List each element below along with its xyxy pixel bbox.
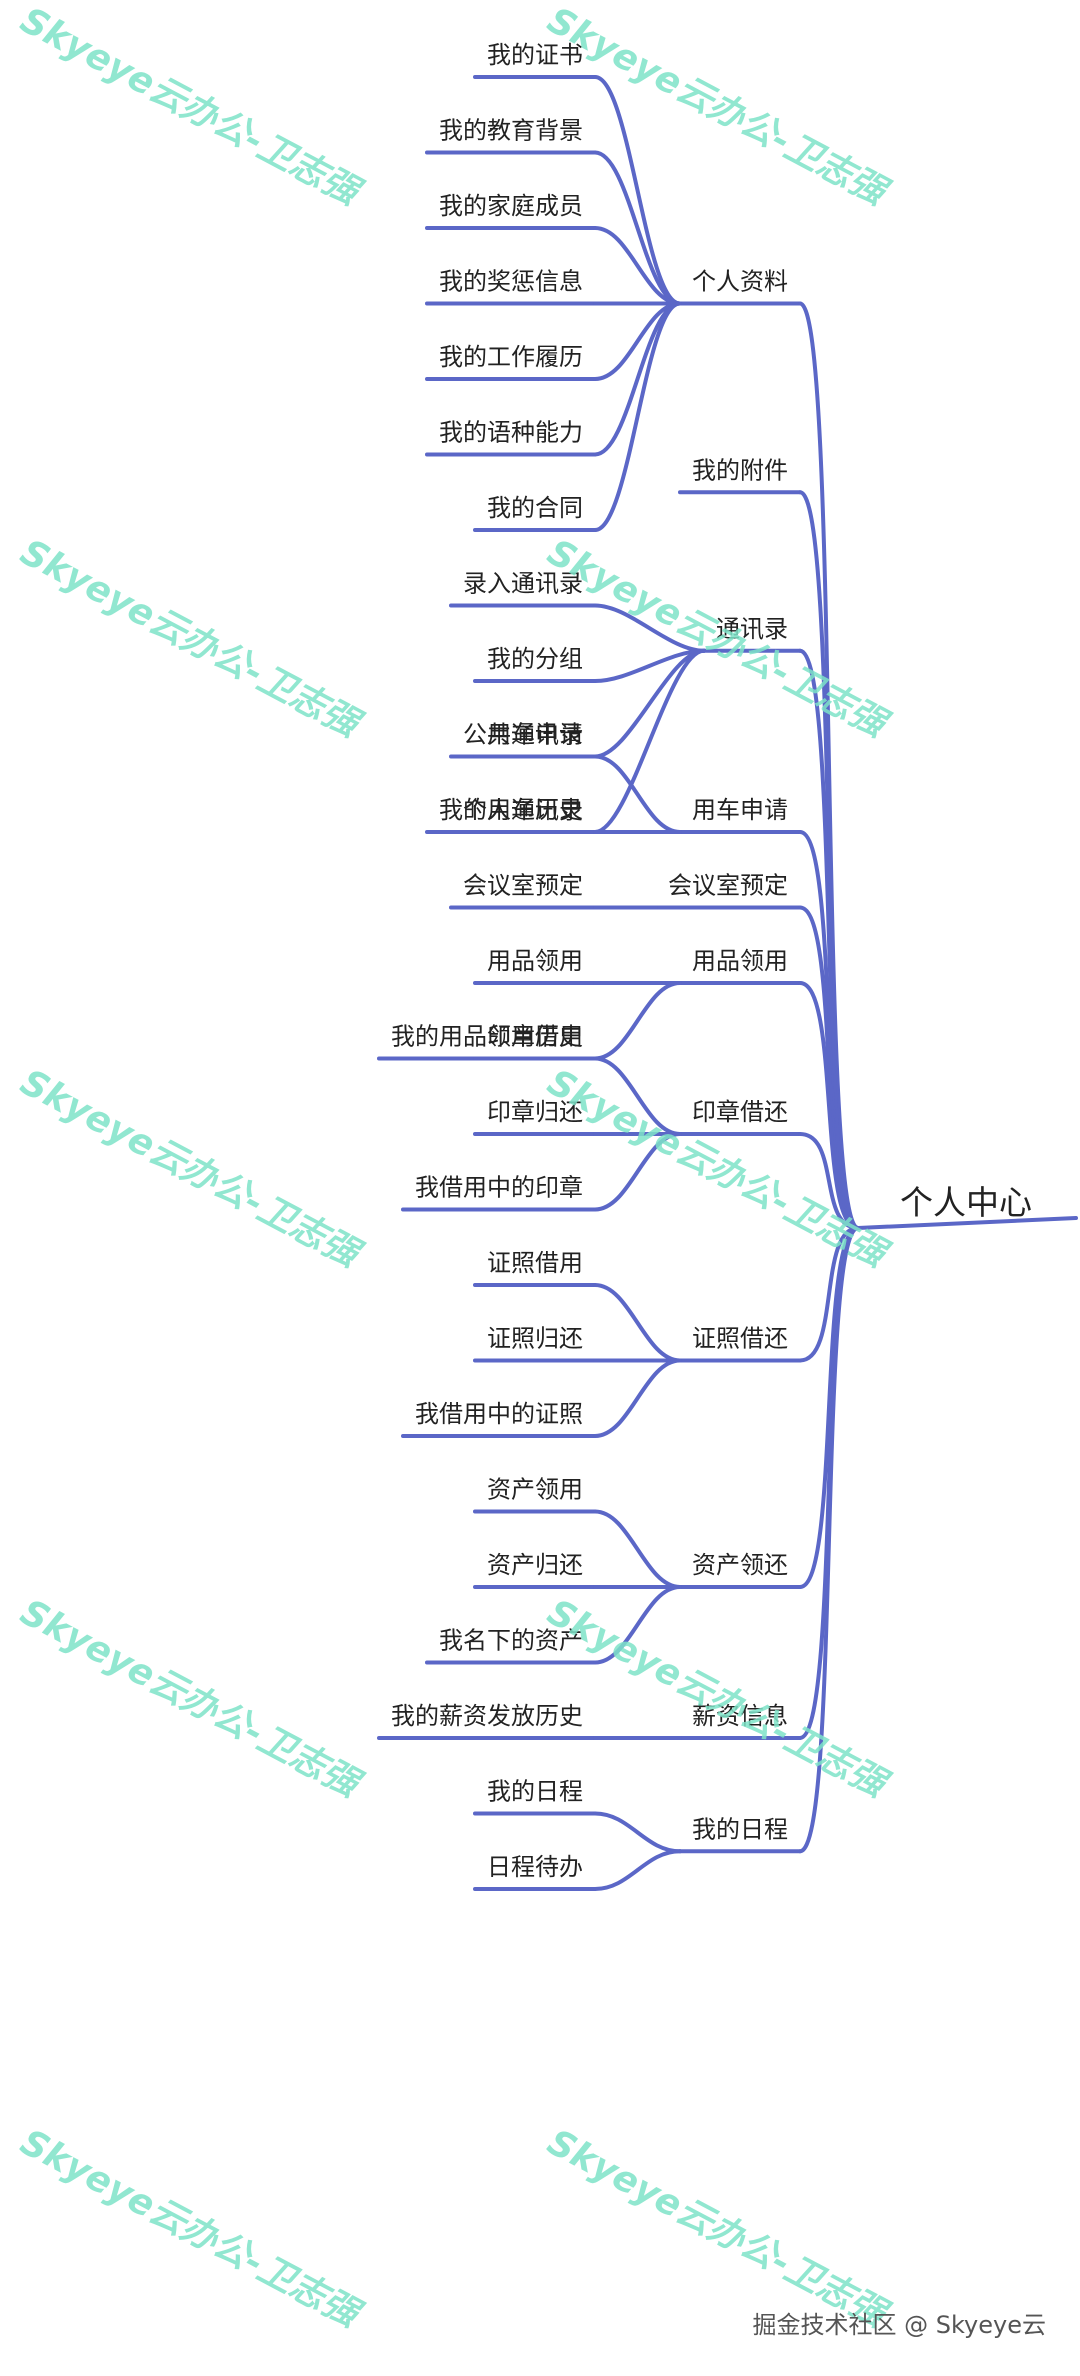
leaf-label: 我的家庭成员 <box>439 192 583 220</box>
category-to-leaf-edge <box>593 1358 682 1438</box>
leaf-label: 我借用中的证照 <box>415 1400 583 1428</box>
leaf-label: 我的工作履历 <box>439 343 583 371</box>
category-label: 我的附件 <box>692 456 788 484</box>
category-to-leaf-edge <box>593 648 706 683</box>
leaf-label: 我的合同 <box>487 494 583 522</box>
root-to-category-edge <box>798 981 860 1230</box>
mindmap-nodes: 个人中心 个人资料 我的证书我的教育背景我的家庭成员我的奖惩信息我的工作履历我的语种… <box>391 41 1032 1881</box>
category-label: 我的日程 <box>692 1815 788 1843</box>
leaf-label: 印章归还 <box>487 1098 583 1126</box>
category-to-leaf-edge <box>593 301 682 532</box>
watermark-text: Skyeye云办公-卫志强 <box>14 1592 369 1807</box>
category-label: 薪资信息 <box>692 1702 788 1730</box>
leaf-label: 我的分组 <box>487 645 583 673</box>
category-to-leaf-edge <box>593 150 682 306</box>
category-to-leaf-edge <box>593 301 682 457</box>
category-label: 用品领用 <box>692 947 788 975</box>
root-node-underline <box>856 1216 1078 1230</box>
category-to-leaf-edge <box>593 226 682 306</box>
category-to-leaf-edge <box>593 1849 682 1891</box>
watermark-text: Skyeye云办公-卫志强 <box>541 532 896 747</box>
category-to-leaf-edge <box>593 1056 682 1136</box>
category-label: 证照借还 <box>692 1325 788 1353</box>
category-to-leaf-edge <box>593 648 706 759</box>
category-to-leaf-edge <box>593 1132 682 1212</box>
watermark-text: Skyeye云办公-卫志强 <box>14 532 369 747</box>
leaf-label: 我的教育背景 <box>439 117 583 145</box>
leaf-label: 用品领用 <box>487 947 583 975</box>
category-to-leaf-edge <box>593 648 706 834</box>
root-to-category-edge <box>798 1132 860 1230</box>
leaf-label: 录入通讯录 <box>463 570 583 598</box>
leaf-label: 我名下的资产 <box>439 1627 583 1655</box>
category-label: 资产领还 <box>692 1551 788 1579</box>
category-to-leaf-edge <box>593 1585 682 1665</box>
watermark-text: Skyeye云办公-卫志强 <box>541 2122 896 2337</box>
watermark-text: Skyeye云办公-卫志强 <box>14 0 369 215</box>
category-to-leaf-edge <box>593 1509 682 1589</box>
category-label: 个人资料 <box>692 268 788 296</box>
leaf-label: 我的薪资发放历史 <box>391 1702 583 1730</box>
root-to-category-edge <box>798 648 860 1230</box>
leaf-label: 日程待办 <box>487 1853 583 1881</box>
watermark-text: Skyeye云办公-卫志强 <box>541 0 896 215</box>
leaf-label: 用车申请 <box>487 721 583 749</box>
mindmap-edges <box>377 75 1078 1891</box>
leaf-label: 我的语种能力 <box>439 419 583 447</box>
leaf-label: 我的日程 <box>487 1778 583 1806</box>
category-to-leaf-edge <box>593 603 706 653</box>
category-to-leaf-edge <box>593 75 682 306</box>
root-to-category-edge <box>798 1226 860 1854</box>
watermark-text: Skyeye云办公-卫志强 <box>14 1062 369 1277</box>
leaf-label: 个人通讯录 <box>463 796 583 824</box>
leaf-label: 我的证书 <box>487 41 583 69</box>
category-to-leaf-edge <box>593 754 682 834</box>
leaf-label: 我的用车历史 <box>439 796 583 824</box>
watermark-text: Skyeye云办公-卫志强 <box>541 1592 896 1807</box>
leaf-label: 证照归还 <box>487 1325 583 1353</box>
leaf-label: 我借用中的印章 <box>415 1174 583 1202</box>
leaf-label: 资产领用 <box>487 1476 583 1504</box>
leaf-label: 证照借用 <box>487 1249 583 1277</box>
leaf-label: 公共通讯录 <box>463 721 583 749</box>
leaf-label: 会议室预定 <box>463 872 583 900</box>
watermark-text: Skyeye云办公-卫志强 <box>14 2122 369 2337</box>
leaf-label: 资产归还 <box>487 1551 583 1579</box>
category-label: 印章借还 <box>692 1098 788 1126</box>
category-label: 会议室预定 <box>668 872 788 900</box>
category-to-leaf-edge <box>593 1811 682 1854</box>
leaf-label: 印章借用 <box>487 1023 583 1051</box>
root-node-label: 个人中心 <box>900 1183 1032 1222</box>
leaf-label: 我的用品领用历史 <box>391 1023 583 1051</box>
category-label: 用车申请 <box>692 796 788 824</box>
footer-credit: 掘金技术社区 @ Skyeye云 <box>753 2311 1046 2339</box>
category-to-leaf-edge <box>593 981 682 1061</box>
category-to-leaf-edge <box>593 1283 682 1363</box>
category-label: 通讯录 <box>716 615 788 643</box>
root-to-category-edge <box>798 1226 860 1363</box>
leaf-label: 我的奖惩信息 <box>439 268 583 296</box>
